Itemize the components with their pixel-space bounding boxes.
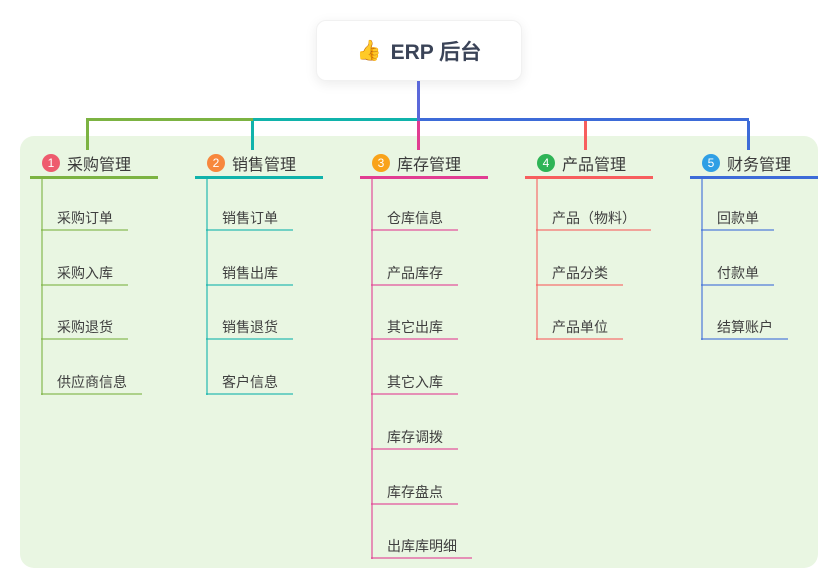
child-node[interactable]: 付款单 <box>701 262 774 286</box>
branch-number-badge: 3 <box>372 154 390 172</box>
branch-spine-line <box>536 179 538 341</box>
trunk-segment-mid <box>253 118 417 121</box>
branch-spine-line <box>371 179 373 560</box>
branch-node-4[interactable]: 4 产品管理 <box>525 150 653 179</box>
branch-node-3[interactable]: 3 库存管理 <box>360 150 488 179</box>
mindmap-board <box>20 136 818 568</box>
root-title: ERP 后台 <box>390 40 482 64</box>
branch-title: 产品管理 <box>562 157 627 174</box>
branch-title: 库存管理 <box>397 157 462 174</box>
child-node[interactable]: 其它入库 <box>371 371 458 396</box>
branch-title: 财务管理 <box>727 157 792 174</box>
branch-spine-line <box>206 179 208 396</box>
branch-number-badge: 4 <box>537 154 555 172</box>
child-node[interactable]: 供应商信息 <box>41 371 142 396</box>
branch-node-5[interactable]: 5 财务管理 <box>690 150 818 179</box>
child-node[interactable]: 销售退货 <box>206 316 293 341</box>
branch-drop-line <box>417 121 420 150</box>
child-node[interactable]: 产品（物料） <box>536 207 651 231</box>
branch-node-1[interactable]: 1 采购管理 <box>30 150 158 179</box>
branch-number-badge: 2 <box>207 154 225 172</box>
trunk-segment-left <box>86 118 253 121</box>
branch-spine-line <box>41 179 43 396</box>
thumbs-up-icon: 👍 <box>356 40 382 62</box>
branch-drop-line <box>251 121 254 150</box>
branch-number-badge: 5 <box>702 154 720 172</box>
child-node[interactable]: 产品库存 <box>371 262 458 286</box>
root-node[interactable]: 👍 ERP 后台 <box>316 20 522 81</box>
branch-spine-line <box>701 179 703 341</box>
branch-title: 销售管理 <box>232 157 297 174</box>
child-node[interactable]: 产品单位 <box>536 316 623 341</box>
trunk-segment-right <box>417 118 749 121</box>
branch-drop-line <box>747 121 750 150</box>
child-node[interactable]: 库存调拨 <box>371 426 458 450</box>
child-node[interactable]: 产品分类 <box>536 262 623 286</box>
child-node[interactable]: 销售订单 <box>206 207 293 231</box>
child-node[interactable]: 结算账户 <box>701 316 788 341</box>
root-stem-line <box>417 81 420 121</box>
child-node[interactable]: 库存盘点 <box>371 481 458 505</box>
child-node[interactable]: 采购入库 <box>41 262 128 286</box>
child-node[interactable]: 采购订单 <box>41 207 128 231</box>
branch-drop-line <box>584 121 587 150</box>
child-node[interactable]: 仓库信息 <box>371 207 458 231</box>
child-node[interactable]: 采购退货 <box>41 316 128 341</box>
child-node[interactable]: 出库库明细 <box>371 535 472 560</box>
branch-title: 采购管理 <box>67 157 132 174</box>
branch-number-badge: 1 <box>42 154 60 172</box>
child-node[interactable]: 客户信息 <box>206 371 293 396</box>
child-node[interactable]: 其它出库 <box>371 316 458 341</box>
child-node[interactable]: 销售出库 <box>206 262 293 286</box>
branch-node-2[interactable]: 2 销售管理 <box>195 150 323 179</box>
child-node[interactable]: 回款单 <box>701 207 774 231</box>
branch-drop-line <box>86 121 89 150</box>
